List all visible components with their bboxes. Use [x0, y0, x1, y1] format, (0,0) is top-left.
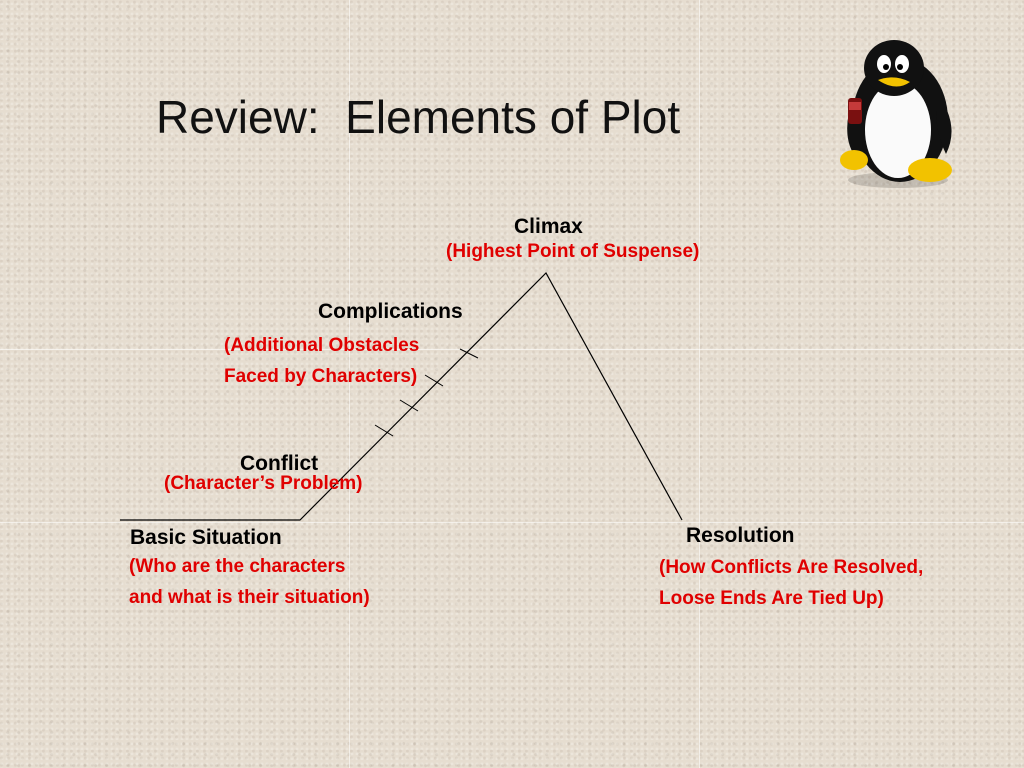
tick-mark	[459, 348, 479, 359]
tick-mark	[374, 424, 394, 437]
description-line: (Who are the characters	[129, 556, 346, 577]
description-line: Faced by Characters)	[224, 366, 418, 387]
grid-line	[0, 349, 1024, 350]
grid-line	[699, 0, 700, 768]
basic-situation-label: Basic Situation	[130, 526, 282, 549]
grid-line	[349, 0, 350, 768]
penguin-icon	[840, 40, 952, 188]
climax-label: Climax	[514, 215, 583, 238]
slide-title: Review: Elements of Plot	[156, 91, 681, 143]
tick-mark	[399, 399, 419, 412]
description-line: (Additional Obstacles	[224, 335, 420, 356]
climax-description: (Highest Point of Suspense)	[446, 241, 700, 262]
resolution-description: (How Conflicts Are Resolved, Loose Ends …	[659, 552, 923, 614]
conflict-label: Conflict	[240, 452, 319, 475]
description-line: and what is their situation)	[129, 587, 370, 608]
grid-line	[0, 522, 1024, 523]
description-line: Loose Ends Are Tied Up)	[659, 588, 884, 609]
description-line: (How Conflicts Are Resolved,	[659, 557, 924, 578]
complications-label: Complications	[318, 300, 463, 323]
complications-description: (Additional Obstacles Faced by Character…	[224, 330, 419, 392]
basic-situation-description: (Who are the characters and what is thei…	[129, 551, 370, 613]
tick-mark	[424, 374, 444, 387]
conflict-description: (Character’s Problem)	[164, 473, 363, 494]
resolution-label: Resolution	[686, 524, 795, 547]
